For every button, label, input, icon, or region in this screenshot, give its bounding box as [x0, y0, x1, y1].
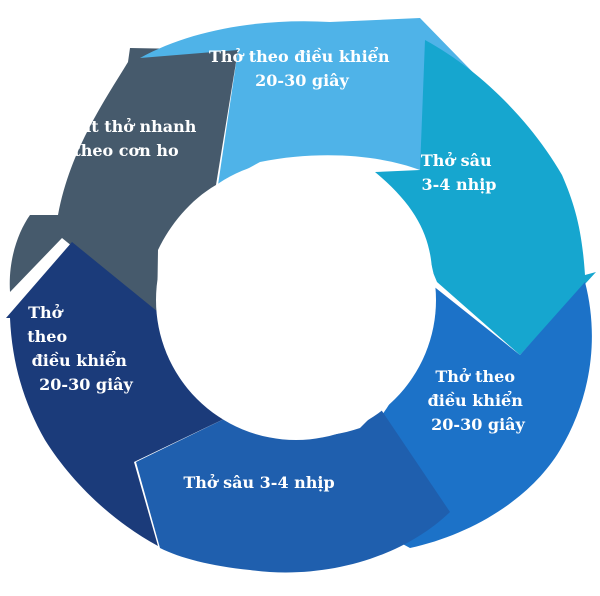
segment-bottom-label: Thở sâu 3-4 nhịp — [183, 473, 334, 492]
segment-left-lower-line-4: 20-30 giây — [39, 375, 133, 394]
segment-top-arrow — [140, 18, 498, 185]
segment-top-line-2: 20-30 giây — [255, 71, 349, 90]
segment-right-upper-line-2: 3-4 nhịp — [421, 175, 496, 194]
segment-right-lower-line-1: Thở theo — [435, 367, 515, 386]
segment-left-upper-label: Hít thở nhanh theo cơn ho — [70, 117, 202, 160]
segment-top-label: Thở theo điều khiển 20-30 giây — [209, 45, 395, 90]
segment-right-upper-label: Thở sâu 3-4 nhịp — [421, 151, 497, 194]
segment-bottom-arrow — [136, 408, 450, 573]
segment-left-lower-line-3: điều khiển — [32, 349, 128, 370]
segment-right-lower-line-3: 20-30 giây — [431, 415, 525, 434]
segment-left-lower-line-1: Thở — [28, 303, 64, 322]
segment-right-upper-arrow — [375, 40, 596, 355]
center-hole — [156, 160, 436, 440]
segment-top-line-1: Thở theo điều khiển — [209, 45, 390, 66]
segment-left-lower-label: Thở theo điều khiển 20-30 giây — [27, 303, 133, 394]
segment-right-upper-line-1: Thở sâu — [421, 151, 492, 170]
segment-left-upper-line-2: theo cơn ho — [73, 141, 179, 160]
segment-right-lower-line-2: điều khiển — [428, 389, 524, 410]
segment-bottom-line-1: Thở sâu 3-4 nhịp — [183, 473, 334, 492]
segment-left-upper-arrow — [9, 48, 238, 315]
segment-left-lower-line-2: theo — [27, 327, 67, 346]
segment-left-upper-line-1: Hít thở nhanh — [70, 117, 197, 136]
segment-left-lower-arrow — [6, 242, 226, 546]
segment-right-lower-label: Thở theo điều khiển 20-30 giây — [428, 367, 529, 434]
